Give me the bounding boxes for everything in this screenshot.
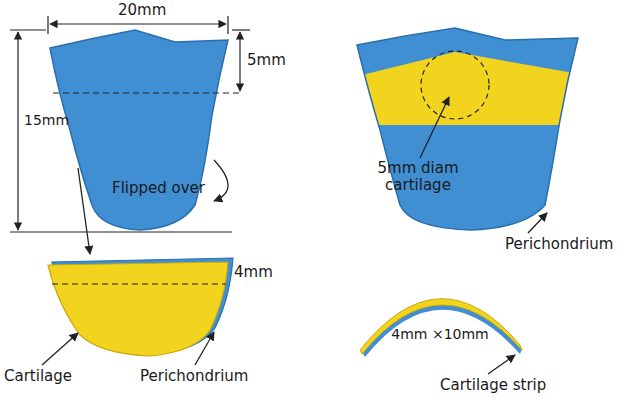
- dimension-tick: [232, 29, 250, 30]
- dimension-line: [239, 32, 240, 91]
- cartilage-face: [48, 262, 228, 356]
- piece-outline: [357, 28, 578, 230]
- cartilage-strip: [360, 299, 522, 354]
- leader-line: [42, 333, 78, 365]
- leader-line: [528, 213, 547, 233]
- dimension-label: 20mm: [118, 2, 166, 19]
- cut-line: [52, 283, 226, 284]
- leader-line: [488, 355, 515, 374]
- exposed-cartilage: [350, 52, 590, 125]
- dimension-tick: [10, 231, 232, 232]
- part-label: Perichondrium: [505, 236, 614, 253]
- dimension-label: 4mm ×10mm: [391, 326, 488, 342]
- dimension-label: 15mm: [24, 112, 69, 128]
- dimension-tick: [47, 16, 48, 34]
- action-label: Flipped over: [112, 180, 205, 197]
- dimension-label: 4mm: [234, 264, 273, 281]
- part-label: Cartilage: [4, 368, 72, 385]
- part-label: Perichondrium: [140, 368, 249, 385]
- leader-line: [195, 332, 214, 365]
- flip-arrow: [78, 168, 90, 254]
- dimension-line: [17, 32, 18, 230]
- dimension-tick: [227, 16, 228, 34]
- part-label: Cartilage strip: [440, 377, 546, 394]
- dimension-tick: [10, 29, 46, 30]
- strip-perichondrium: [362, 303, 522, 357]
- leader-line: [420, 97, 449, 158]
- cut-line: [53, 92, 240, 93]
- dimension-label: 5mm: [247, 52, 286, 69]
- cartilage-piece: [50, 30, 228, 230]
- part-label: 5mm diam cartilage: [362, 160, 474, 195]
- dimension-line: [50, 23, 226, 24]
- flip-arrow: [214, 160, 228, 201]
- graft-circle: [421, 51, 489, 119]
